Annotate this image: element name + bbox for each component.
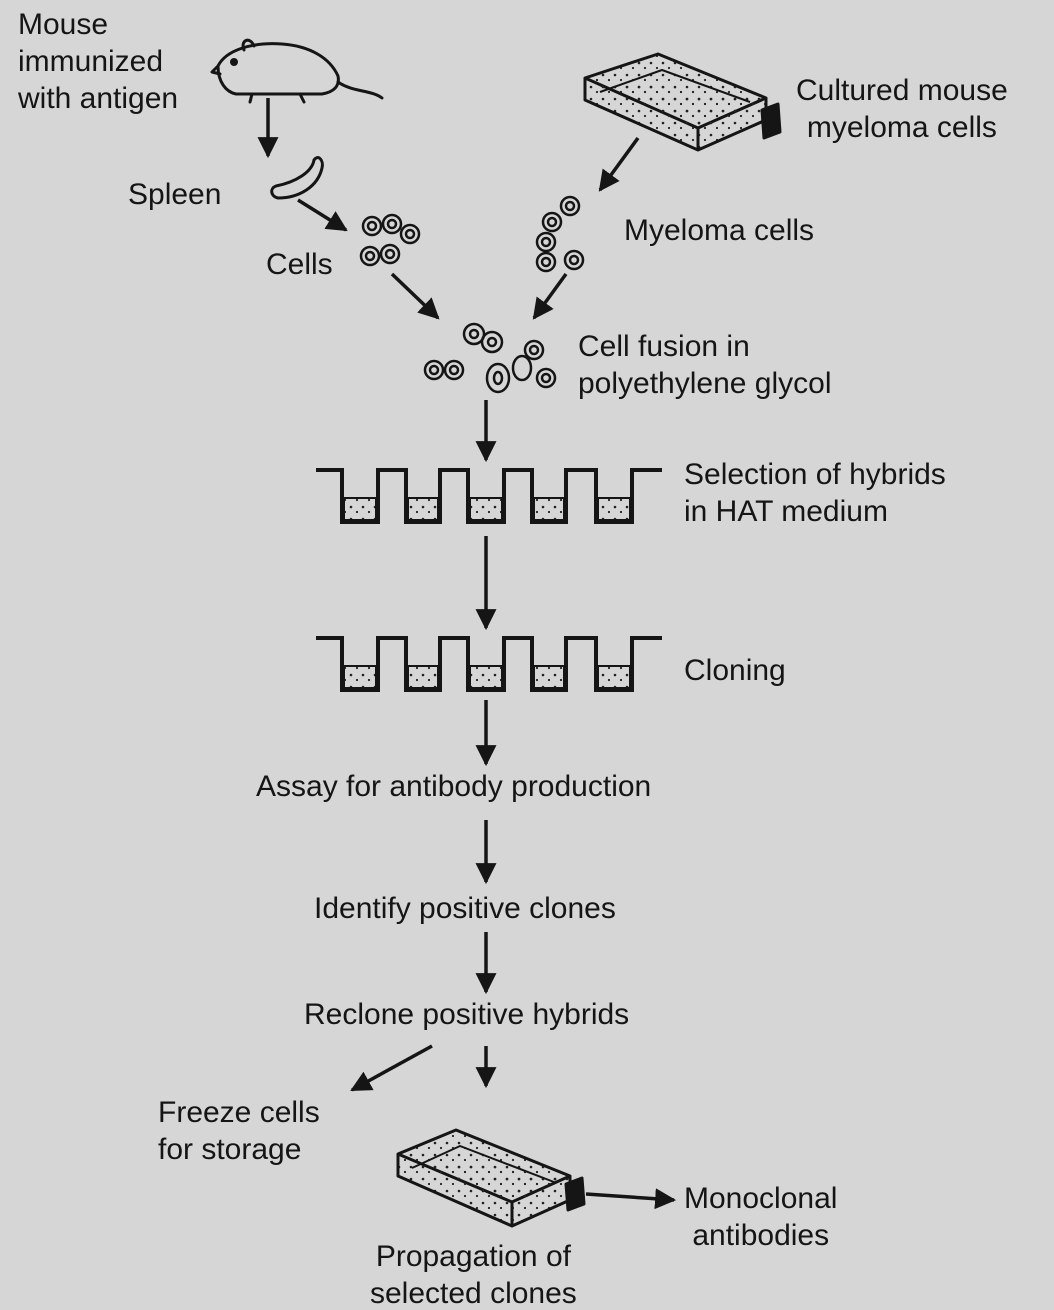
spleen-label: Spleen [128,176,221,213]
mouse-label-line-2: immunized [18,43,178,80]
assay-label: Assay for antibody production [256,768,651,805]
cloning-plate-icon [316,638,662,690]
monoclonal-label-line-1: Monoclonal [684,1180,837,1217]
propagation-label-line-1: Propagation of [370,1238,577,1275]
reclone-label: Reclone positive hybrids [304,996,629,1033]
arrow-flask-to-myeloma [600,138,638,190]
monoclonal-label: Monoclonal antibodies [684,1180,837,1254]
mouse-label-line-1: Mouse [18,6,178,43]
arrow-myeloma-to-fusion [534,274,566,318]
mouse-icon [212,40,382,102]
cloning-label: Cloning [684,652,786,689]
mouse-label-line-3: with antigen [18,80,178,117]
arrow-spleen-to-cells [298,200,346,230]
myeloma-cells-icon [537,197,583,271]
spleen-cells-icon [361,215,419,265]
cultured-label-line-2: myeloma cells [796,109,1008,146]
identify-label: Identify positive clones [314,890,616,927]
freeze-label: Freeze cells for storage [158,1094,320,1168]
arrow-reclone-to-freeze [352,1046,432,1090]
spleen-icon [272,158,323,198]
mouse-label: Mouse immunized with antigen [18,6,178,117]
selection-label-line-1: Selection of hybrids [684,456,946,493]
freeze-label-line-2: for storage [158,1131,320,1168]
monoclonal-label-line-2: antibodies [684,1217,837,1254]
cultured-label-line-1: Cultured mouse [796,72,1008,109]
fusion-label-line-2: polyethylene glycol [578,365,832,402]
cell-fusion-label: Cell fusion in polyethylene glycol [578,328,832,402]
propagation-label-line-2: selected clones [370,1275,577,1310]
arrow-cells-to-fusion [392,274,438,318]
cultured-myeloma-label: Cultured mouse myeloma cells [796,72,1008,146]
myeloma-cells-label: Myeloma cells [624,212,814,249]
fused-cells-icon [425,324,555,392]
culture-flask-icon [585,54,780,150]
hat-selection-plate-icon [316,470,662,522]
propagation-flask-icon [398,1130,584,1226]
cells-label: Cells [266,246,333,283]
arrow-flask-to-antibodies [586,1194,674,1200]
freeze-label-line-1: Freeze cells [158,1094,320,1131]
fusion-label-line-1: Cell fusion in [578,328,832,365]
selection-label-line-2: in HAT medium [684,493,946,530]
selection-label: Selection of hybrids in HAT medium [684,456,946,530]
propagation-label: Propagation of selected clones [370,1238,577,1310]
